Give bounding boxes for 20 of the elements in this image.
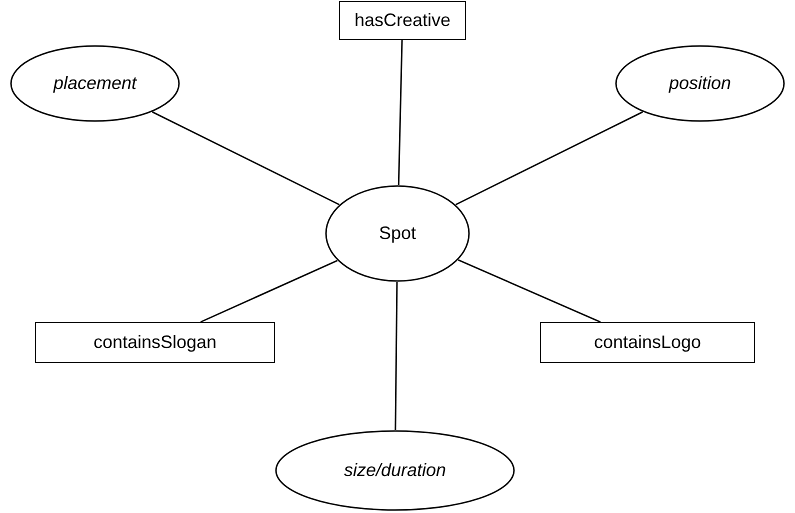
attribute-ellipse bbox=[325, 185, 470, 282]
node-label: placement bbox=[53, 73, 137, 94]
attribute-ellipse bbox=[10, 45, 180, 122]
attribute-ellipse bbox=[275, 430, 515, 511]
node-label: position bbox=[668, 73, 732, 94]
entity-box bbox=[339, 1, 466, 40]
node-label: containsLogo bbox=[594, 332, 702, 353]
connector-line bbox=[458, 259, 601, 323]
entity-box bbox=[540, 322, 755, 363]
node-label: Spot bbox=[378, 223, 416, 244]
node-label: containsSlogan bbox=[93, 332, 217, 353]
connector-line bbox=[200, 260, 338, 323]
attribute-ellipse bbox=[615, 45, 785, 122]
connector-line bbox=[398, 40, 403, 186]
connector-line bbox=[394, 282, 398, 430]
node-label: hasCreative bbox=[354, 10, 451, 31]
connector-line bbox=[455, 111, 643, 206]
connector-line bbox=[152, 111, 340, 206]
node-label: size/duration bbox=[344, 460, 446, 481]
entity-box bbox=[35, 322, 275, 363]
